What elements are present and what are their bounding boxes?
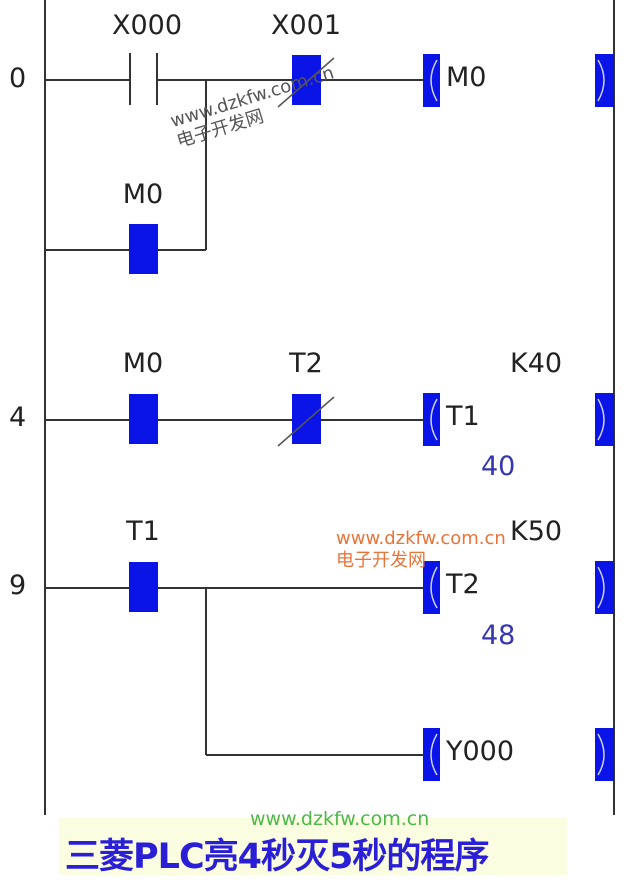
contact-label: X001: [270, 10, 342, 41]
coil-arc: [430, 566, 438, 609]
timer-setting: K40: [510, 348, 563, 379]
step-number: 9: [9, 570, 27, 601]
watermark: www.dzkfw.com.cn 电子开发网: [336, 528, 506, 572]
caption-banner: 三菱PLC亮4秒灭5秒的程序: [59, 818, 567, 877]
timer-current-value: 48: [481, 620, 516, 651]
coil-label: M0: [446, 62, 487, 93]
watermark-url: www.dzkfw.com.cn: [336, 528, 506, 549]
coil-label: Y000: [446, 736, 515, 767]
contact-label: M0: [122, 179, 164, 210]
contact-x001-nc: [292, 55, 321, 105]
coil-arc: [430, 398, 438, 441]
nc-slash: [277, 57, 335, 108]
coil-arc: [430, 59, 438, 102]
coil-arc: [597, 733, 605, 776]
step-number: 4: [9, 402, 27, 433]
coil-arc: [597, 566, 605, 609]
coil-label: T1: [446, 401, 480, 432]
watermark-name: 电子开发网: [336, 550, 426, 571]
contact-m0-rung4: [129, 394, 158, 444]
contact-t1: [129, 562, 158, 612]
contact-t2-nc: [292, 394, 321, 444]
caption-text: 三菱PLC亮4秒灭5秒的程序: [65, 837, 489, 877]
contact-label: T2: [289, 348, 323, 379]
timer-current-value: 40: [481, 451, 516, 482]
contact-label: T1: [126, 516, 160, 547]
coil-arc: [597, 59, 605, 102]
coil-label: T2: [446, 569, 480, 600]
contact-label: M0: [122, 348, 164, 379]
contact-m0-branch: [129, 224, 158, 274]
step-number: 0: [9, 63, 27, 94]
timer-setting: K50: [510, 516, 563, 547]
nc-slash: [277, 396, 335, 447]
watermark-url: www.dzkfw.com.cn: [250, 808, 430, 830]
contact-label: X000: [111, 10, 183, 41]
coil-arc: [430, 733, 438, 776]
coil-arc: [597, 398, 605, 441]
